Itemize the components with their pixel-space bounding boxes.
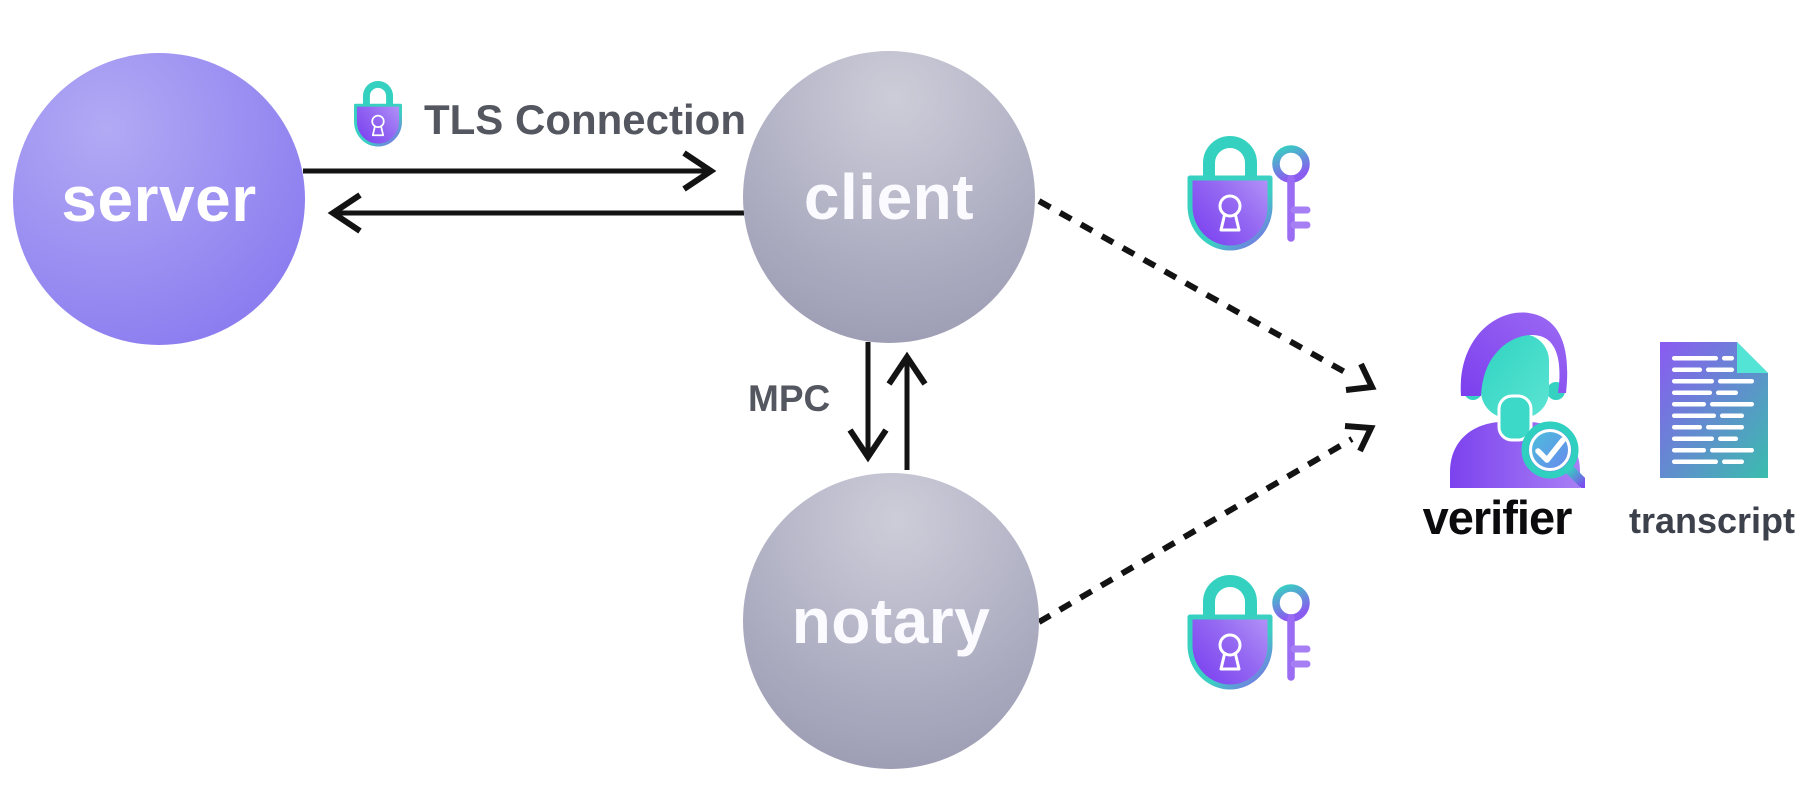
lock-and-key-icon-svg: [1187, 136, 1311, 251]
tls-connection-label: TLS Connection: [424, 96, 746, 143]
transcript-label: transcript: [1628, 500, 1796, 541]
arrow-server-to-client: [303, 150, 717, 192]
arrow-client-to-server: [327, 192, 744, 234]
lock-icon: [352, 72, 404, 155]
lock-and-key-icon: [1185, 122, 1313, 259]
document-icon: [1660, 342, 1768, 483]
mpc-label: MPC: [748, 378, 831, 419]
document-icon-svg: [1660, 342, 1768, 478]
node-server-label: server: [61, 163, 257, 235]
node-notary-label: notary: [791, 585, 991, 657]
lock-and-key-icon-svg: [1187, 575, 1311, 690]
node-client: client: [743, 51, 1035, 343]
verifier-icon-svg: [1450, 312, 1589, 489]
arrow-client-to-notary: [847, 342, 889, 463]
node-notary: notary: [743, 473, 1039, 769]
lock-and-key-icon: [1185, 561, 1313, 698]
node-client-label: client: [803, 161, 975, 233]
verifier-label: verifier: [1422, 491, 1573, 544]
lock-icon-svg: [354, 81, 402, 147]
node-server: server: [13, 53, 305, 345]
person-magnifier-check-icon: [1437, 298, 1589, 493]
arrow-notary-to-client: [886, 351, 928, 470]
